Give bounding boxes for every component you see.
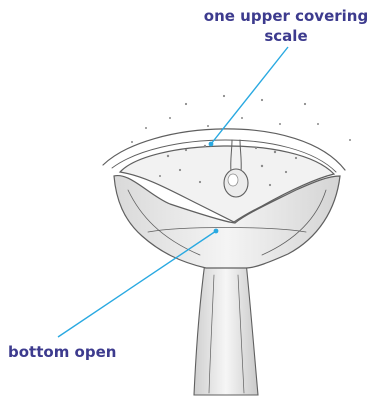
stalk <box>194 262 258 395</box>
bottom-open-pointer-dot <box>214 229 219 234</box>
central-sac-highlight <box>228 174 238 186</box>
upper-scale-pointer-dot <box>209 142 214 147</box>
bottom-open-pointer <box>58 231 216 337</box>
